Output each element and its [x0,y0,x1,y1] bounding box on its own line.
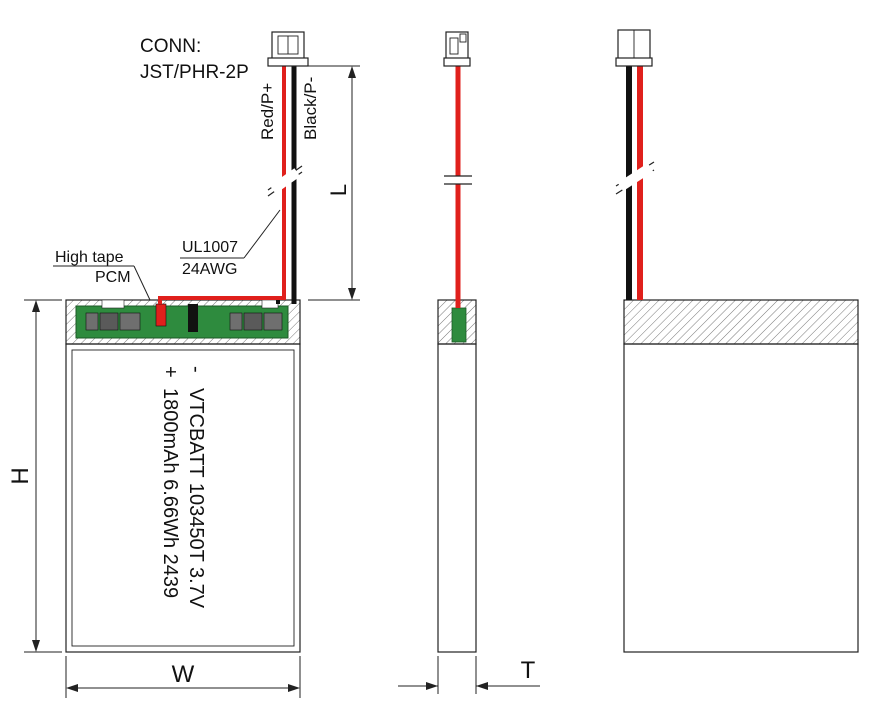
connector-model: JST/PHR-2P [140,62,249,83]
back-tape-strip [623,299,859,345]
thickness-dimension: T [398,656,540,694]
wire-spec-line1: UL1007 [182,239,238,256]
side-view [437,31,477,653]
battery-label: - VTCBATT 103450T 3.7V + 1800mAh 6.66Wh … [159,366,207,609]
black-wire-label: Black/P- [301,77,320,140]
thickness-label: T [521,657,536,684]
negative-tab [188,304,198,332]
red-wire-label: Red/P+ [258,83,277,140]
connector-title: CONN: [140,36,201,57]
back-cell-body [623,343,859,653]
height-dimension: H [7,299,62,653]
width-label: W [172,661,195,688]
minus-sign: - [185,366,207,373]
length-label: L [326,184,351,196]
width-dimension: W [65,656,301,698]
connector-front [267,31,309,67]
side-connector [443,31,471,67]
back-view [615,29,859,653]
positive-tab [155,303,167,327]
height-label: H [7,467,34,484]
battery-spec-line: 1800mAh 6.66Wh 2439 [159,388,181,598]
plus-sign: + [159,366,181,378]
pcm-label: PCM [95,269,131,286]
high-tape-label: High tape [55,249,124,266]
length-dimension: L [308,65,360,301]
side-cell-body [437,343,477,653]
side-pcm-board [451,307,467,343]
wire-spec-leader [243,209,281,259]
battery-model-line: VTCBATT 103450T 3.7V [185,388,207,609]
front-view [65,31,309,653]
wire-spec-line2: 24AWG [182,261,237,278]
pcm-leader [133,265,151,301]
back-connector [615,29,653,67]
cell-inner-outline [71,349,295,647]
cell-body [65,343,301,653]
pcm-components [85,299,283,331]
